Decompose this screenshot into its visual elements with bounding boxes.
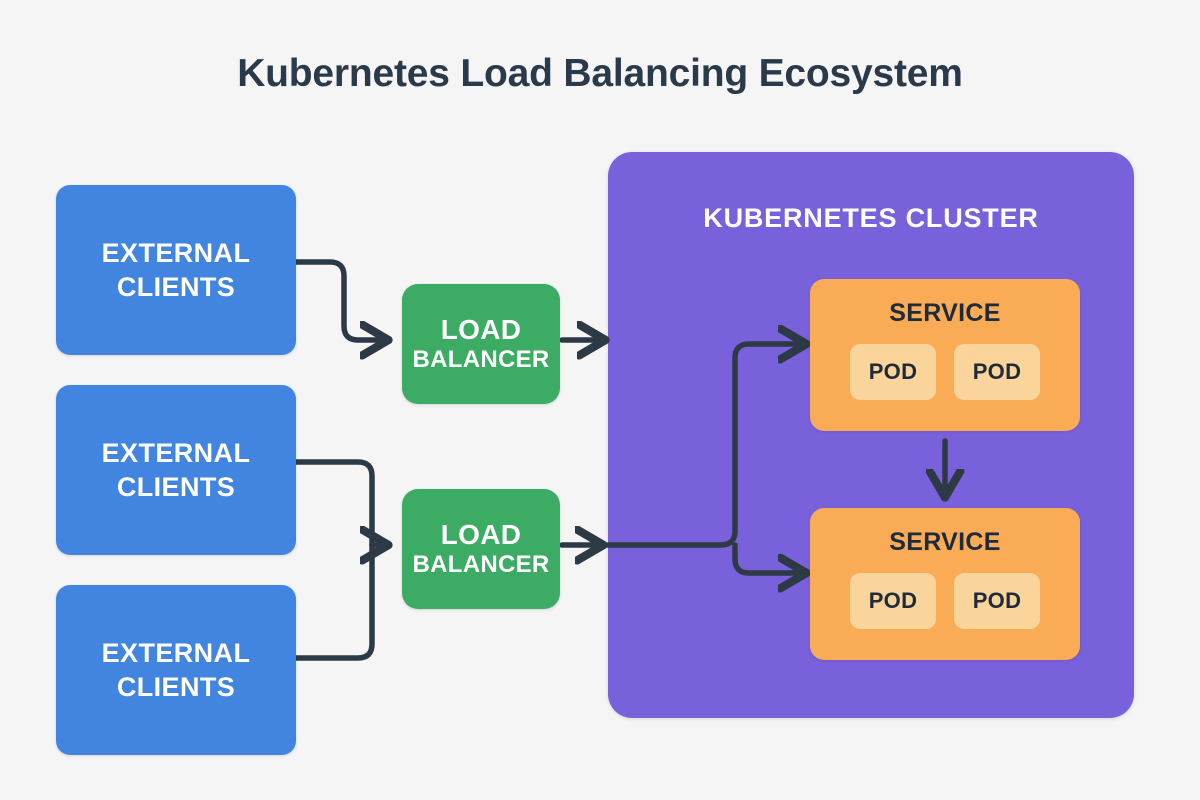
load-balancer-box-2[interactable]: LOAD BALANCER [402,489,560,609]
load-balancer-label-line2: BALANCER [412,346,550,374]
external-clients-label-line2: CLIENTS [116,272,236,302]
pod-row: POD POD [850,344,1040,400]
external-clients-label-line2: CLIENTS [116,672,236,702]
external-clients-label-line1: EXTERNAL [101,437,251,468]
pod-box[interactable]: POD [954,344,1040,400]
pod-box[interactable]: POD [850,344,936,400]
service-label: SERVICE [889,299,1001,327]
pod-box[interactable]: POD [954,573,1040,629]
connector-client-1-to-lb-1 [293,259,383,340]
load-balancer-label-line1: LOAD [440,519,522,551]
external-clients-label-line1: EXTERNAL [101,237,251,268]
page-title: Kubernetes Load Balancing Ecosystem [237,52,963,95]
load-balancer-label-line1: LOAD [440,314,522,346]
service-box-1[interactable]: SERVICE POD POD [810,279,1080,431]
load-balancer-box-1[interactable]: LOAD BALANCER [402,284,560,404]
pod-row: POD POD [850,573,1040,629]
external-clients-box-3[interactable]: EXTERNAL CLIENTS [56,585,296,755]
kubernetes-cluster-title: KUBERNETES CLUSTER [703,203,1039,233]
service-label: SERVICE [889,528,1001,556]
external-clients-label-line2: CLIENTS [116,472,236,502]
connector-client-3-to-lb-2 [293,542,375,661]
load-balancer-label-line2: BALANCER [412,551,550,579]
external-clients-box-2[interactable]: EXTERNAL CLIENTS [56,385,296,555]
service-box-2[interactable]: SERVICE POD POD [810,508,1080,660]
pod-box[interactable]: POD [850,573,936,629]
connector-client-2-to-lb-2 [293,459,375,548]
external-clients-label-line1: EXTERNAL [101,637,251,668]
external-clients-box-1[interactable]: EXTERNAL CLIENTS [56,185,296,355]
